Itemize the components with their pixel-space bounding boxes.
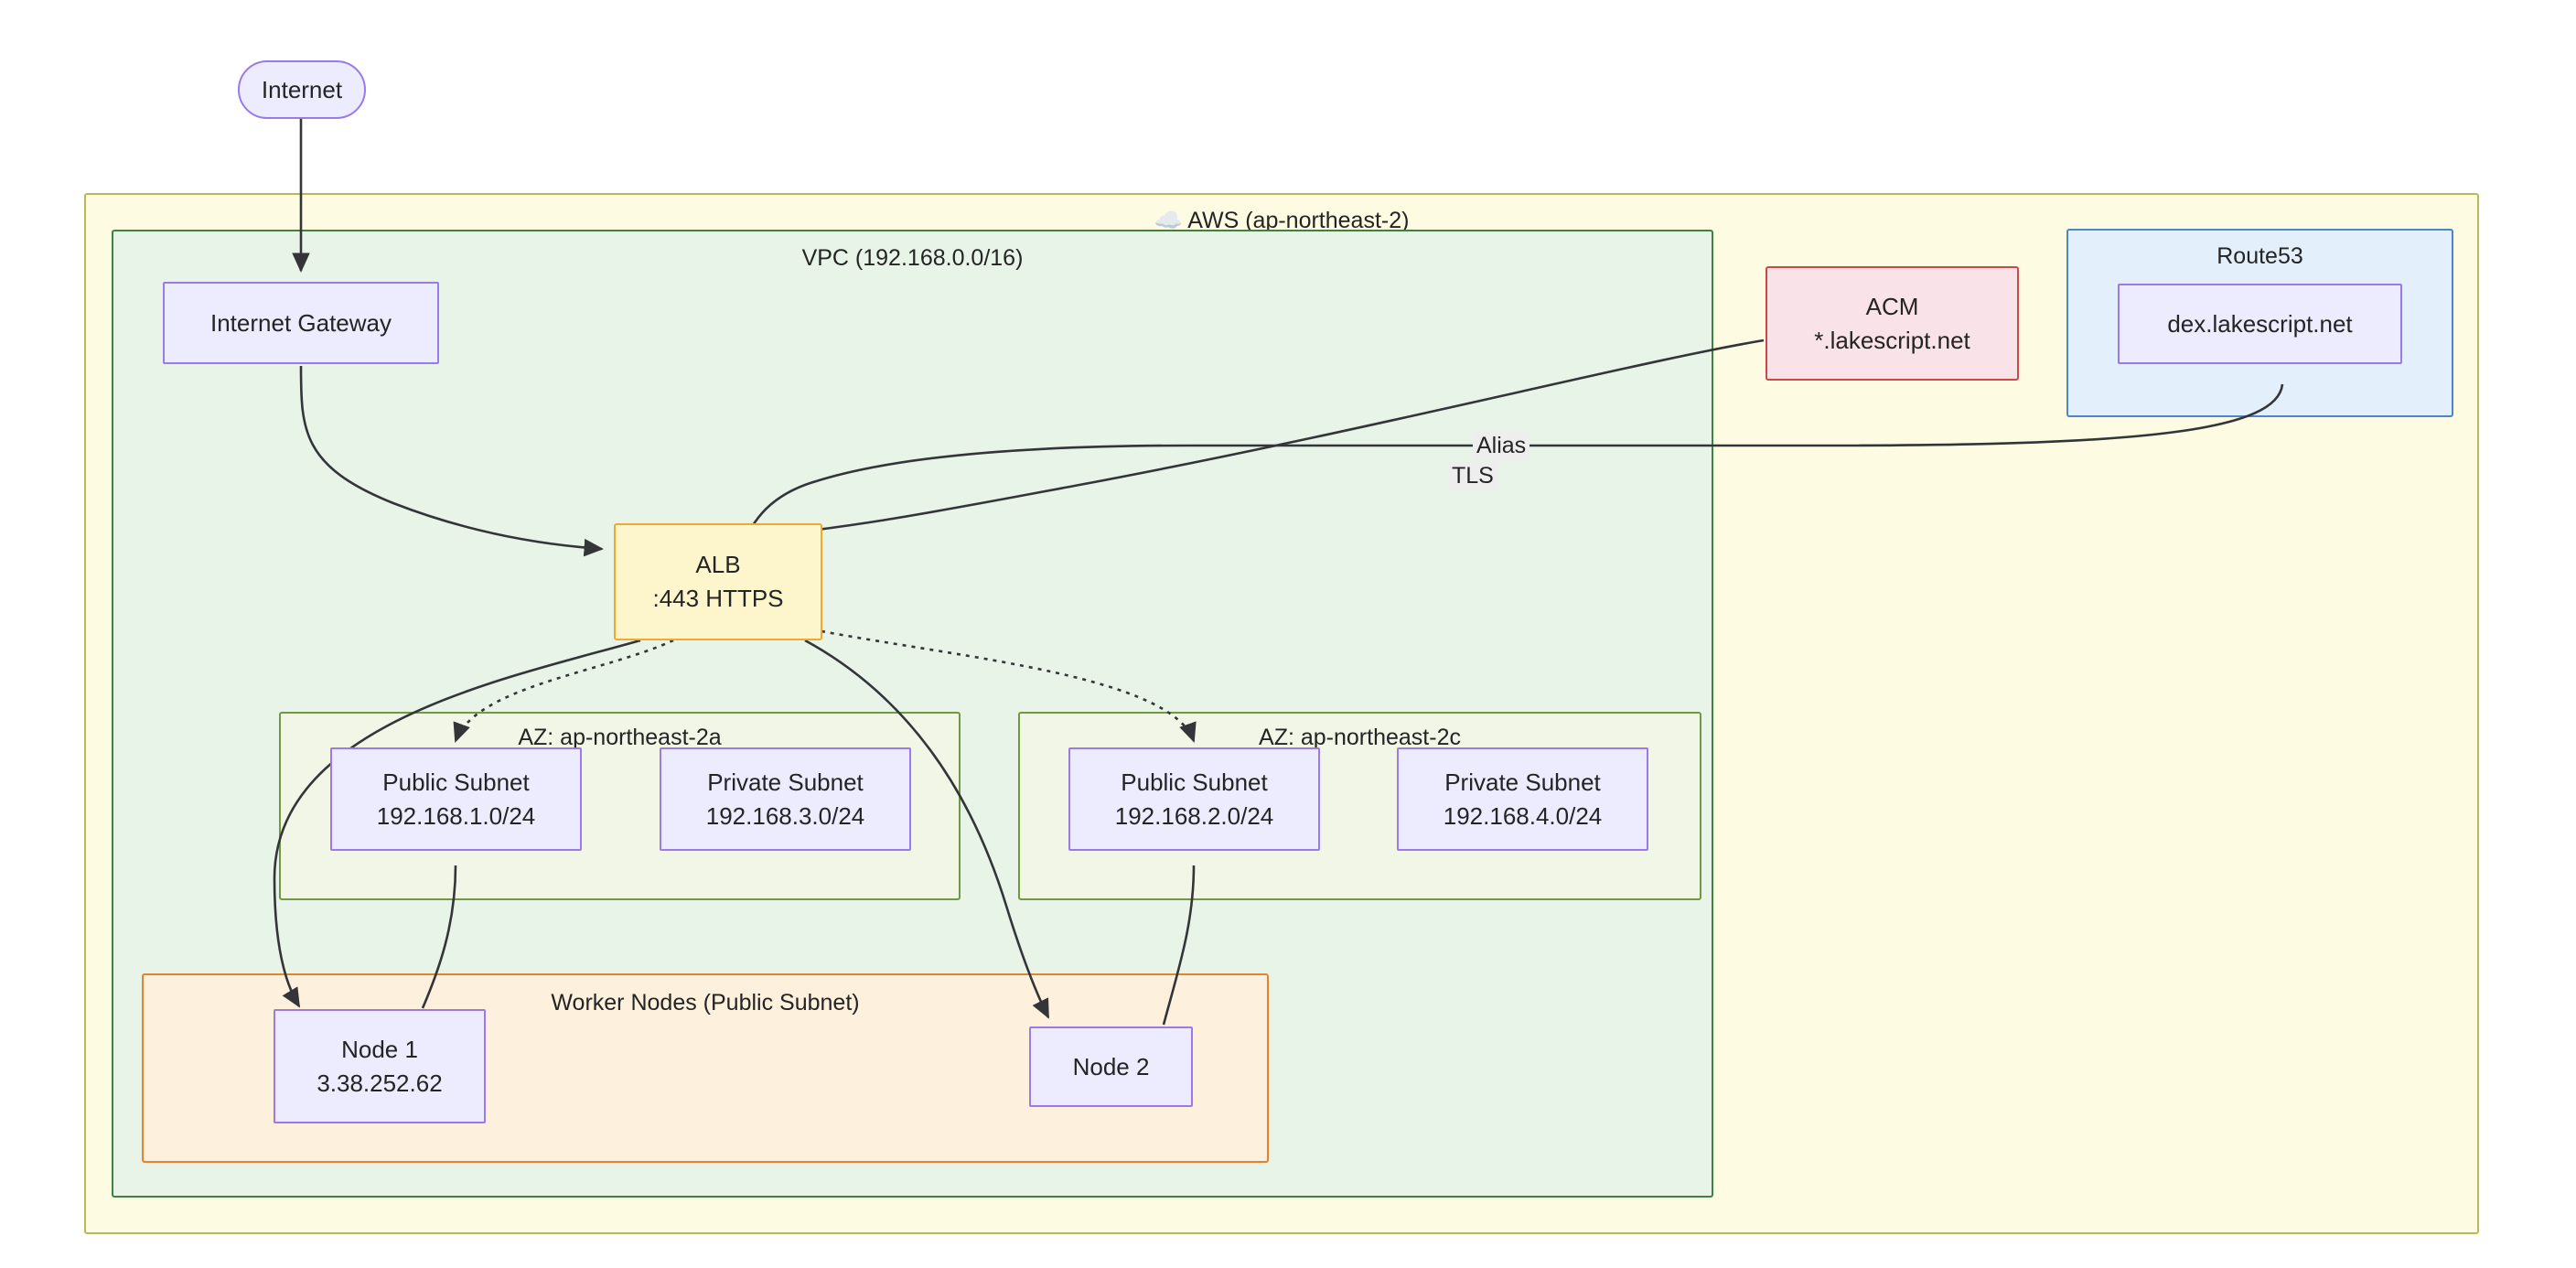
node-worker-node-1-title: Node 1 — [341, 1035, 418, 1063]
node-public-subnet-2c-title: Public Subnet — [1121, 768, 1268, 796]
node-private-subnet-2a-cidr: 192.168.3.0/24 — [705, 801, 865, 830]
node-alb-port: :443 HTTPS — [652, 585, 784, 612]
node-private-subnet-2a[interactable]: Private Subnet 192.168.3.0/24 — [660, 747, 911, 851]
cluster-route53-label: Route53 — [2216, 243, 2303, 269]
cluster-az-c-label: AZ: ap-northeast-2c — [1259, 725, 1461, 750]
node-acm[interactable]: ACM *.lakescript.net — [1766, 266, 2019, 381]
node-dex-record-label: dex.lakescript.net — [2167, 309, 2353, 338]
node-private-subnet-2c[interactable]: Private Subnet 192.168.4.0/24 — [1397, 747, 1648, 851]
node-acm-domain: *.lakescript.net — [1814, 326, 1970, 354]
node-acm-title: ACM — [1865, 292, 1919, 320]
node-worker-node-2-title: Node 2 — [1072, 1052, 1150, 1080]
node-dex-record[interactable]: dex.lakescript.net — [2118, 284, 2402, 364]
node-private-subnet-2a-title: Private Subnet — [707, 768, 864, 796]
edge-label-alias: Alias — [1473, 432, 1530, 460]
cluster-vpc-label: VPC (192.168.0.0/16) — [801, 245, 1024, 271]
cluster-aws-label: ☁️ AWS (ap-northeast-2) — [86, 208, 2477, 234]
node-alb[interactable]: ALB :443 HTTPS — [614, 523, 822, 640]
node-worker-node-1[interactable]: Node 1 3.38.252.62 — [274, 1009, 486, 1123]
node-internet-label: Internet — [261, 75, 343, 103]
cluster-aws-label-text: AWS (ap-northeast-2) — [1187, 208, 1410, 233]
node-public-subnet-2a-cidr: 192.168.1.0/24 — [376, 801, 536, 830]
node-internet-gateway-label: Internet Gateway — [210, 308, 392, 337]
cloud-icon: ☁️ — [1154, 208, 1183, 233]
node-public-subnet-2a-title: Public Subnet — [382, 768, 530, 796]
node-worker-node-2[interactable]: Node 2 — [1029, 1026, 1193, 1107]
node-internet[interactable]: Internet — [238, 60, 366, 119]
node-private-subnet-2c-cidr: 192.168.4.0/24 — [1443, 801, 1603, 830]
node-alb-title: ALB — [695, 551, 741, 579]
node-private-subnet-2c-title: Private Subnet — [1444, 768, 1601, 796]
edge-label-tls: TLS — [1448, 462, 1497, 490]
node-public-subnet-2c-cidr: 192.168.2.0/24 — [1114, 801, 1274, 830]
node-worker-node-1-ip: 3.38.252.62 — [317, 1069, 443, 1097]
node-public-subnet-2a[interactable]: Public Subnet 192.168.1.0/24 — [330, 747, 582, 851]
node-internet-gateway[interactable]: Internet Gateway — [163, 282, 439, 364]
node-public-subnet-2c[interactable]: Public Subnet 192.168.2.0/24 — [1068, 747, 1320, 851]
